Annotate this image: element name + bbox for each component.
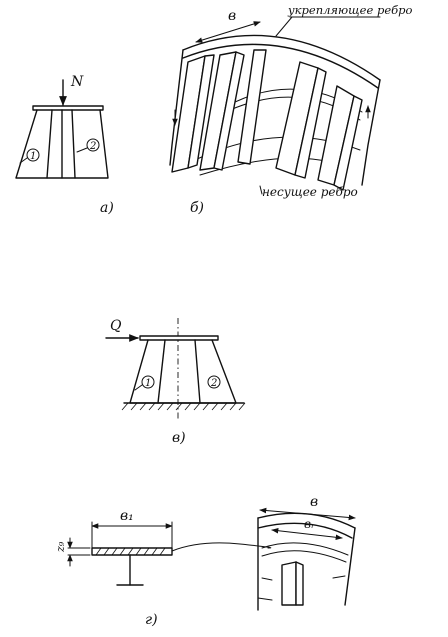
caption-b: б) (190, 200, 204, 216)
caption-g: г) (145, 612, 158, 628)
marker-1-v (141, 375, 155, 389)
dim-b-top-label: в (228, 8, 236, 24)
marker-1-a (26, 148, 40, 162)
cap-plate-v (139, 335, 219, 341)
caption-v: в) (172, 430, 186, 446)
figure-g: в₁ z₉ в вᵣ (54, 494, 356, 628)
marker-1-a-text: 1 (30, 151, 36, 162)
force-label-q: Q (110, 318, 122, 334)
figure-b: в укрепляющее ребро несущее ребро б) (169, 3, 412, 216)
marker-2-v (207, 375, 221, 389)
flange-hatch (95, 547, 166, 556)
marker-2-v-text: 2 (210, 378, 217, 389)
figure-a: N 1 2 а) (15, 74, 114, 216)
rib-top-label: укрепляющее ребро (287, 3, 412, 17)
dim-bp-g (271, 527, 343, 541)
dim-b-g (259, 507, 356, 521)
dim-bp-g-label: вᵣ (304, 517, 315, 531)
rib-bottom-label: несущее ребро (262, 185, 358, 199)
trapezoid-body-v (129, 339, 237, 404)
connector-curve (171, 542, 272, 552)
marker-2-a (86, 138, 100, 152)
caption-a: а) (100, 200, 114, 216)
cap-plate-a (32, 105, 104, 111)
marker-2-a-text: 2 (89, 141, 96, 152)
dim-z-label: z₉ (54, 541, 67, 553)
dim-b1-label: в₁ (120, 508, 134, 524)
figure-v: Q 1 2 в) (105, 318, 246, 446)
dim-b-g-label: в (310, 494, 318, 510)
dim-b-top (195, 21, 261, 43)
ground-hatch (121, 402, 246, 411)
marker-1-v-text: 1 (145, 378, 151, 389)
force-label-n: N (70, 74, 84, 90)
